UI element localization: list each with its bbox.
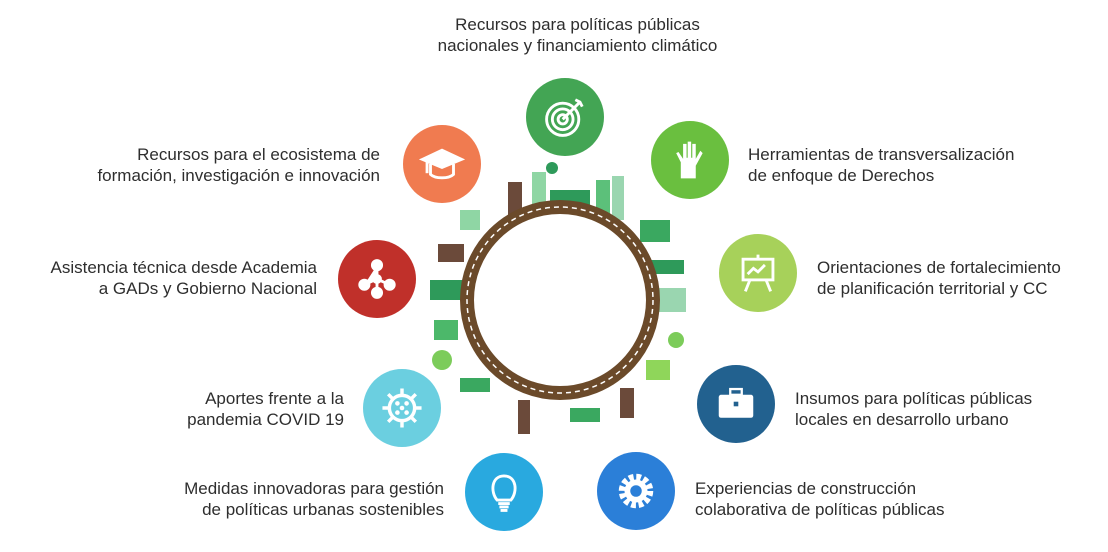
- briefcase-circle: [697, 365, 775, 443]
- road-ring: [460, 200, 660, 400]
- label-innovative-measures: Medidas innovadoras para gestión de polí…: [184, 478, 444, 520]
- city-buildings: [430, 162, 686, 434]
- label-urban-development: Insumos para políticas públicas locales …: [795, 388, 1032, 430]
- label-line: Recursos para políticas públicas: [455, 15, 700, 34]
- label-line: de planificación territorial y CC: [817, 279, 1048, 298]
- label-climate-finance: Recursos para políticas públicas naciona…: [400, 14, 755, 56]
- label-line: Orientaciones de fortalecimiento: [817, 258, 1061, 277]
- label-line: nacionales y financiamiento climático: [437, 36, 718, 55]
- graduation-cap-circle: [403, 125, 481, 203]
- label-line: locales en desarrollo urbano: [795, 410, 1009, 429]
- road-dashes: [466, 206, 654, 394]
- label-territorial-planning: Orientaciones de fortalecimiento de plan…: [817, 257, 1061, 299]
- lightbulb-circle: [465, 453, 543, 531]
- label-line: Recursos para el ecosistema de: [137, 145, 380, 164]
- label-education-ecosystem: Recursos para el ecosistema de formación…: [97, 144, 380, 186]
- label-line: Insumos para políticas públicas: [795, 389, 1033, 408]
- label-collaborative-experiences: Experiencias de construcción colaborativ…: [695, 478, 944, 520]
- label-line: Medidas innovadoras para gestión: [184, 479, 444, 498]
- label-line: a GADs y Gobierno Nacional: [98, 279, 317, 298]
- lightbulb-icon: [491, 474, 517, 512]
- label-line: de políticas urbanas sostenibles: [202, 500, 444, 519]
- gear-circle: [597, 452, 675, 530]
- gear-icon: [618, 473, 654, 509]
- label-line: pandemia COVID 19: [187, 410, 344, 429]
- label-line: de enfoque de Derechos: [748, 166, 935, 185]
- label-line: formación, investigación e innovación: [97, 166, 380, 185]
- presentation-circle: [719, 234, 797, 312]
- target-icon: [545, 98, 584, 137]
- label-line: Asistencia técnica desde Academia: [50, 258, 318, 277]
- hand-icon: [676, 141, 703, 179]
- briefcase-icon: [718, 387, 754, 418]
- label-rights-tools: Herramientas de transversalización de en…: [748, 144, 1014, 186]
- virus-circle: [363, 369, 441, 447]
- label-line: Aportes frente a la: [205, 389, 344, 408]
- network-circle: [338, 240, 416, 318]
- city-ring-illustration: [430, 162, 686, 434]
- label-line: colaborativa de políticas públicas: [695, 500, 945, 519]
- label-covid: Aportes frente a la pandemia COVID 19: [187, 388, 344, 430]
- label-line: Experiencias de construcción: [695, 479, 917, 498]
- virus-icon: [382, 388, 422, 428]
- label-line: Herramientas de transversalización: [748, 145, 1015, 164]
- graduation-cap-icon: [419, 148, 465, 180]
- network-icon: [358, 259, 396, 299]
- target-circle: [526, 78, 604, 156]
- presentation-board-icon: [741, 254, 775, 292]
- hand-circle: [651, 121, 729, 199]
- label-technical-assistance: Asistencia técnica desde Academia a GADs…: [51, 257, 318, 299]
